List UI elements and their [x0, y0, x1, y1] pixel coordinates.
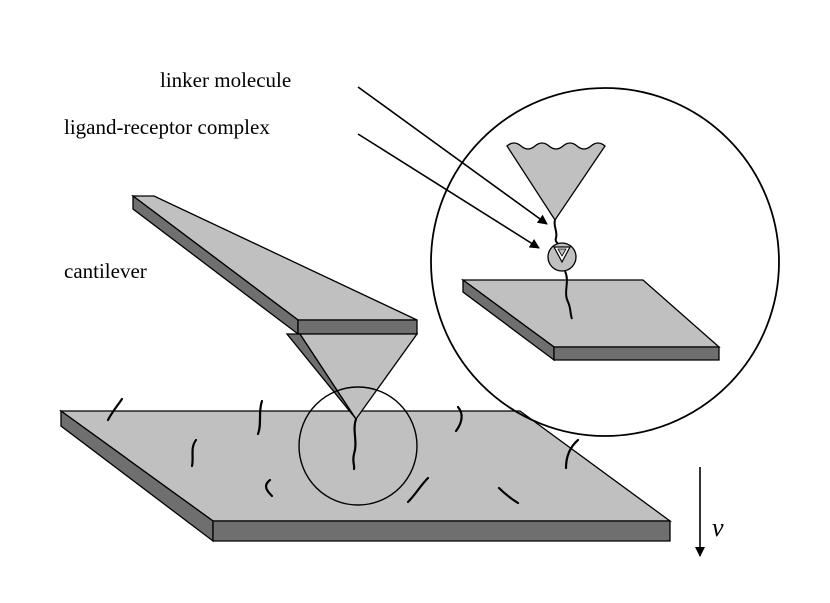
- afm-tip: [285, 333, 419, 421]
- tip-molecule: [352, 417, 358, 471]
- ligand-wedge-inner: [557, 248, 567, 257]
- linker-pointer-arrow: [357, 86, 548, 225]
- cantilever-beam: [131, 194, 418, 336]
- substrate: [58, 409, 672, 543]
- cantilever-label: cantilever: [64, 259, 147, 283]
- ligand-receptor-complex-label: ligand-receptor complex: [64, 115, 270, 139]
- inset-circle: [430, 87, 780, 437]
- cantilever-top: [131, 195, 418, 321]
- tip-front-face: [298, 333, 419, 421]
- velocity-label: v: [712, 513, 724, 542]
- molecule-strand: [256, 399, 264, 436]
- molecule-strand: [106, 397, 124, 422]
- zoom-region-circle: [298, 386, 418, 506]
- linker-molecule-label: linker molecule: [160, 68, 291, 92]
- inset-substrate-front-side: [553, 346, 720, 361]
- magnified-inset: [430, 87, 780, 437]
- inset-surface-strand: [564, 270, 573, 320]
- substrate-front-side: [212, 520, 671, 542]
- cantilever-front-side: [297, 319, 418, 335]
- molecule-strand: [454, 405, 463, 433]
- molecule-strand: [564, 438, 580, 470]
- inset-tip: [506, 142, 606, 222]
- molecule-strand: [497, 486, 520, 505]
- surface-molecules: [106, 397, 580, 505]
- molecule-strand: [190, 438, 198, 468]
- molecule-strand: [406, 476, 430, 504]
- molecule-strand: [264, 478, 274, 498]
- complex-pointer-arrow: [357, 133, 540, 249]
